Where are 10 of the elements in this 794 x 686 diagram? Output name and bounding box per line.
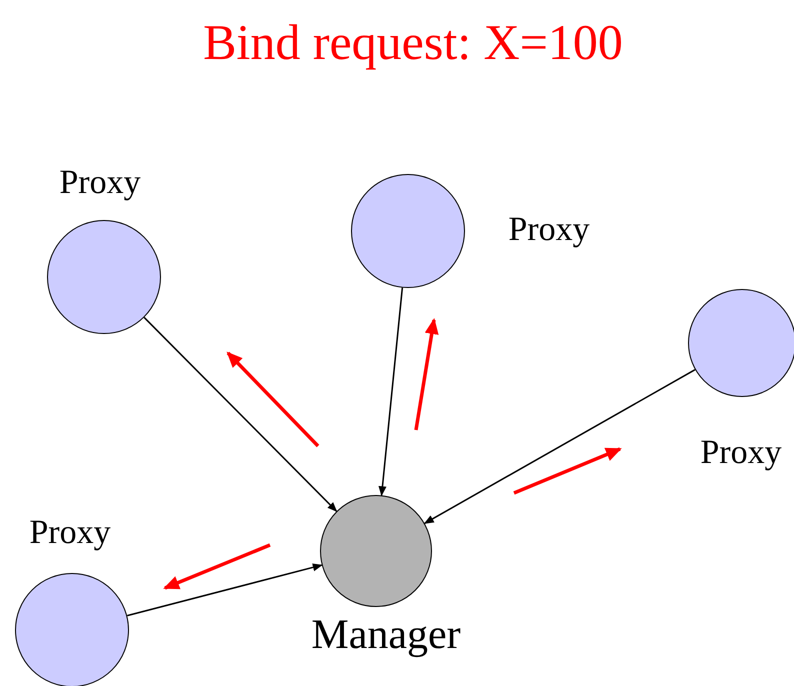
arrow: [378, 288, 404, 496]
arrow: [144, 316, 338, 512]
node-label: Proxy: [29, 513, 111, 553]
node-label: Proxy: [59, 163, 141, 203]
node-label: Proxy: [700, 433, 782, 473]
diagram-title: Bind request: X=100: [202, 13, 624, 72]
arrow: [424, 369, 696, 524]
node-label: Manager: [311, 611, 461, 659]
arrow: [126, 563, 323, 616]
node-label: Proxy: [508, 210, 590, 250]
